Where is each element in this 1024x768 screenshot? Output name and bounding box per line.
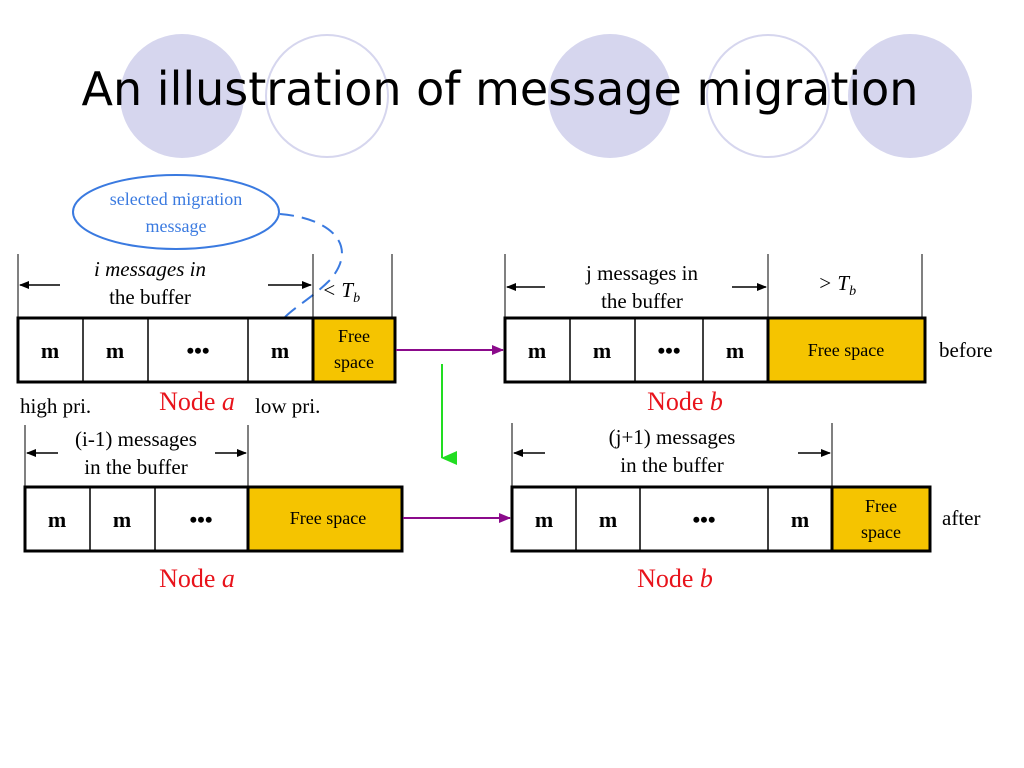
callout-pointer-dashed — [279, 213, 343, 319]
free-space-label: space — [334, 352, 374, 372]
node-b-after: (j+1) messages in the buffer m m ••• m F… — [510, 423, 980, 593]
before-state-label: before — [939, 338, 993, 362]
free-space-label: Free space — [290, 508, 366, 528]
callout-text-line1: selected migration — [110, 189, 242, 209]
ellipsis-cell: ••• — [189, 507, 212, 532]
decor-circle — [848, 34, 972, 158]
node-b-before: j messages in the buffer > Tb m m ••• m … — [503, 254, 993, 416]
low-priority-label: low pri. — [255, 394, 320, 418]
decor-circle — [120, 34, 244, 158]
node-label: Node a — [159, 564, 235, 593]
message-cell: m — [113, 507, 131, 532]
ellipsis-cell: ••• — [657, 338, 680, 363]
node-a-after: (i-1) messages in the buffer m m ••• Fre… — [23, 425, 404, 593]
node-label: Node a — [159, 387, 235, 416]
brace-label: in the buffer — [620, 453, 723, 477]
brace-label: the buffer — [601, 289, 683, 313]
after-state-label: after — [942, 506, 980, 530]
brace-label: the buffer — [109, 285, 191, 309]
threshold-label: < Tb — [322, 278, 360, 306]
free-space-cell — [766, 316, 927, 384]
threshold-label: > Tb — [818, 271, 856, 299]
high-priority-label: high pri. — [20, 394, 91, 418]
selected-migration-callout: selected migration message — [72, 174, 343, 319]
message-cell: m — [593, 338, 611, 363]
callout-ellipse — [72, 174, 280, 250]
message-cell: m — [271, 338, 289, 363]
node-a-before: i messages in the buffer < Tb m m ••• m … — [16, 254, 397, 418]
page-title: An illustration of message migration — [81, 62, 919, 116]
free-space-label: Free — [865, 496, 897, 516]
message-cell: m — [41, 338, 59, 363]
free-space-cell — [246, 485, 404, 553]
free-space-cell — [830, 485, 932, 553]
brace-label: (j+1) messages — [609, 425, 736, 449]
decor-circle — [548, 34, 672, 158]
free-space-cell — [311, 316, 397, 384]
free-space-label: Free — [338, 326, 370, 346]
message-cell: m — [726, 338, 744, 363]
message-cell: m — [528, 338, 546, 363]
callout-text-line2: message — [146, 216, 207, 236]
brace-label: j messages in — [585, 261, 698, 285]
decor-circle — [265, 34, 389, 158]
brace-label: (i-1) messages — [75, 427, 197, 451]
ellipsis-cell: ••• — [692, 507, 715, 532]
free-space-label: Free space — [808, 340, 884, 360]
message-cell: m — [791, 507, 809, 532]
decor-circle — [706, 34, 830, 158]
message-cell: m — [599, 507, 617, 532]
node-label: Node b — [647, 387, 723, 416]
brace-label: in the buffer — [84, 455, 187, 479]
node-label: Node b — [637, 564, 713, 593]
message-cell: m — [535, 507, 553, 532]
message-cell: m — [48, 507, 66, 532]
ellipsis-cell: ••• — [186, 338, 209, 363]
brace-label: i messages in — [94, 257, 206, 281]
message-cell: m — [106, 338, 124, 363]
free-space-label: space — [861, 522, 901, 542]
